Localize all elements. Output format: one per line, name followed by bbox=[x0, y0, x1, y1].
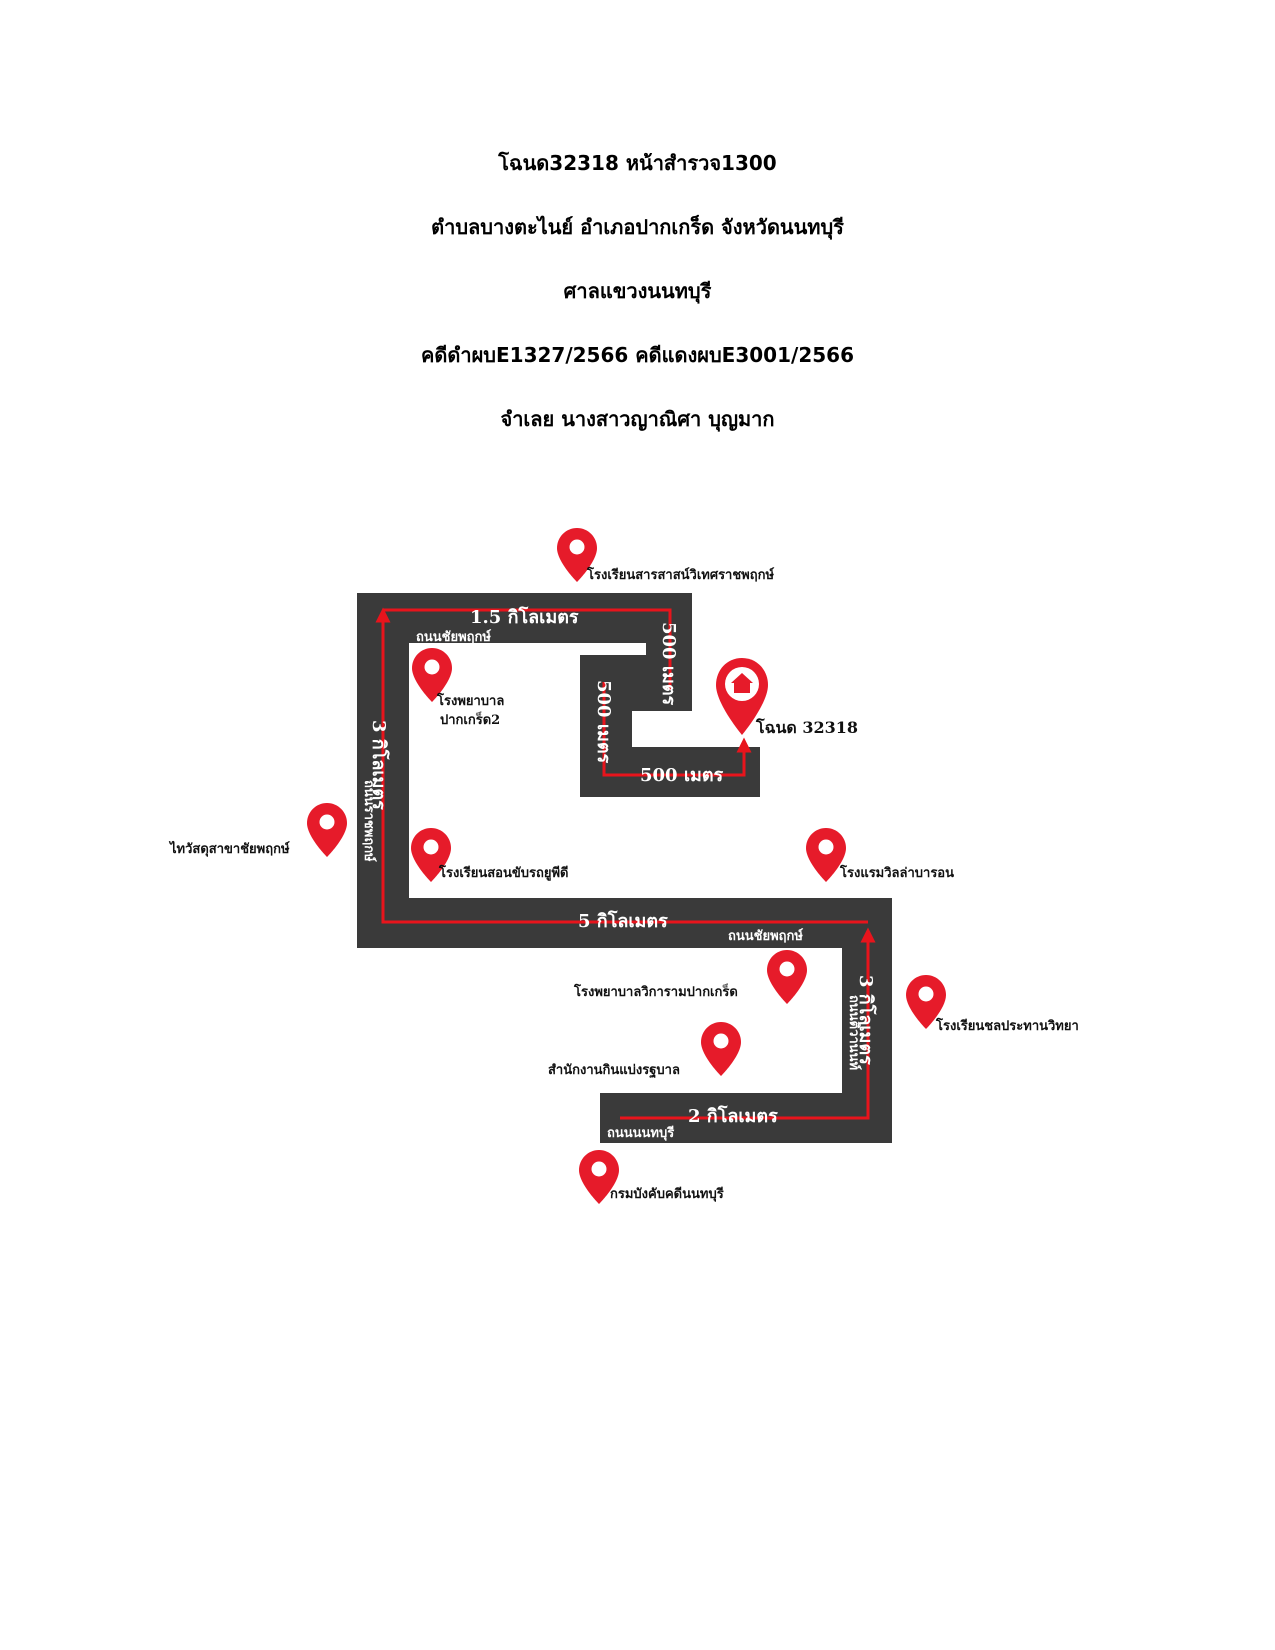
location-line: ตำบลบางตะไนย์ อำเภอปากเกร็ด จังหวัดนนทบุ… bbox=[431, 215, 844, 239]
poi-label: ไทวัสดุสาขาชัยพฤกษ์ bbox=[168, 840, 290, 857]
poi-8: สำนักงานกินแบ่งรฐบาล bbox=[548, 1022, 741, 1079]
road-network bbox=[357, 593, 892, 1143]
poi-3: ไทวัสดุสาขาชัยพฤกษ์ bbox=[168, 803, 347, 857]
poi-4: โรงเรียนสอนขับรถยูพีดี bbox=[411, 828, 569, 882]
street-left: ถนนราชพฤกษ์ bbox=[361, 780, 377, 862]
poi-label: โรงพยาบาล bbox=[436, 692, 504, 709]
location-pin-icon bbox=[701, 1022, 741, 1076]
location-pin-icon bbox=[767, 950, 807, 1004]
road-inner-bottom bbox=[580, 747, 760, 797]
route-top bbox=[383, 608, 672, 690]
distance-bottom: 2 กิโลเมตร bbox=[688, 1105, 778, 1127]
case-number-line: คดีดำผบE1327/2566 คดีแดงผบE3001/2566 bbox=[421, 343, 854, 367]
distance-inner-top: 500 เมตร bbox=[658, 622, 679, 706]
poi-label: โรงเรียนสารสาสน์วิเทศราชพฤกษ์ bbox=[586, 566, 774, 583]
street-right: ถนนติวานนท์ bbox=[846, 995, 862, 1070]
distance-inner-bottom: 500 เมตร bbox=[640, 765, 724, 786]
street-top: ถนนชัยพฤกษ์ bbox=[416, 629, 491, 645]
defendant-line: จำเลย นางสาวญาณิศา บุญมาก bbox=[500, 407, 775, 431]
poi-9: กรมบังคับคดีนนทบุรี bbox=[579, 1150, 724, 1204]
poi-7: โรงเรียนชลประทานวิทยา bbox=[906, 975, 1079, 1034]
poi-label: โรงแรมวิลล่าบารอน bbox=[839, 864, 954, 881]
distance-top: 1.5 กิโลเมตร bbox=[470, 606, 579, 628]
route-line bbox=[375, 607, 876, 1120]
poi-label: โรงเรียนชลประทานวิทยา bbox=[935, 1017, 1079, 1034]
poi-5: โรงแรมวิลล่าบารอน bbox=[806, 828, 954, 882]
location-pin-icon bbox=[307, 803, 347, 857]
poi-label: โรงเรียนสอนขับรถยูพีดี bbox=[438, 864, 569, 881]
poi-1: โรงเรียนสารสาสน์วิเทศราชพฤกษ์ bbox=[557, 528, 774, 583]
home-label: โฉนด 32318 bbox=[755, 717, 858, 737]
distance-inner-left: 500 เมตร bbox=[593, 680, 614, 764]
distance-left: 3 กิโลเมตร bbox=[368, 720, 390, 810]
poi-label: สำนักงานกินแบ่งรฐบาล bbox=[548, 1062, 680, 1079]
court-line: ศาลแขวงนนทบุรี bbox=[563, 279, 712, 303]
poi-label: กรมบังคับคดีนนทบุรี bbox=[610, 1186, 724, 1202]
document-header: โฉนด32318 หน้าสำรวจ1300 ตำบลบางตะไนย์ อำ… bbox=[0, 150, 1275, 470]
road-gap-top bbox=[409, 643, 646, 655]
home-icon bbox=[731, 673, 753, 693]
distance-right: 3 กิโลเมตร bbox=[855, 975, 877, 1065]
street-bottom: ถนนนนทบุรี bbox=[607, 1125, 674, 1141]
deed-title: โฉนด32318 หน้าสำรวจ1300 bbox=[498, 151, 777, 175]
poi-label-line2: ปากเกร็ด2 bbox=[440, 710, 500, 728]
route-main bbox=[620, 927, 876, 1120]
poi-2: โรงพยาบาล ปากเกร็ด2 bbox=[412, 648, 504, 728]
distance-middle: 5 กิโลเมตร bbox=[578, 910, 668, 932]
road-top bbox=[357, 593, 692, 643]
route-middle bbox=[375, 607, 868, 924]
route-inner bbox=[602, 682, 752, 777]
poi-label: โรงพยาบาลวิการามปากเกร็ด bbox=[573, 982, 738, 1000]
home-marker: โฉนด 32318 bbox=[716, 658, 858, 737]
poi-6: โรงพยาบาลวิการามปากเกร็ด bbox=[573, 950, 807, 1004]
street-middle: ถนนชัยพฤกษ์ bbox=[728, 928, 803, 944]
